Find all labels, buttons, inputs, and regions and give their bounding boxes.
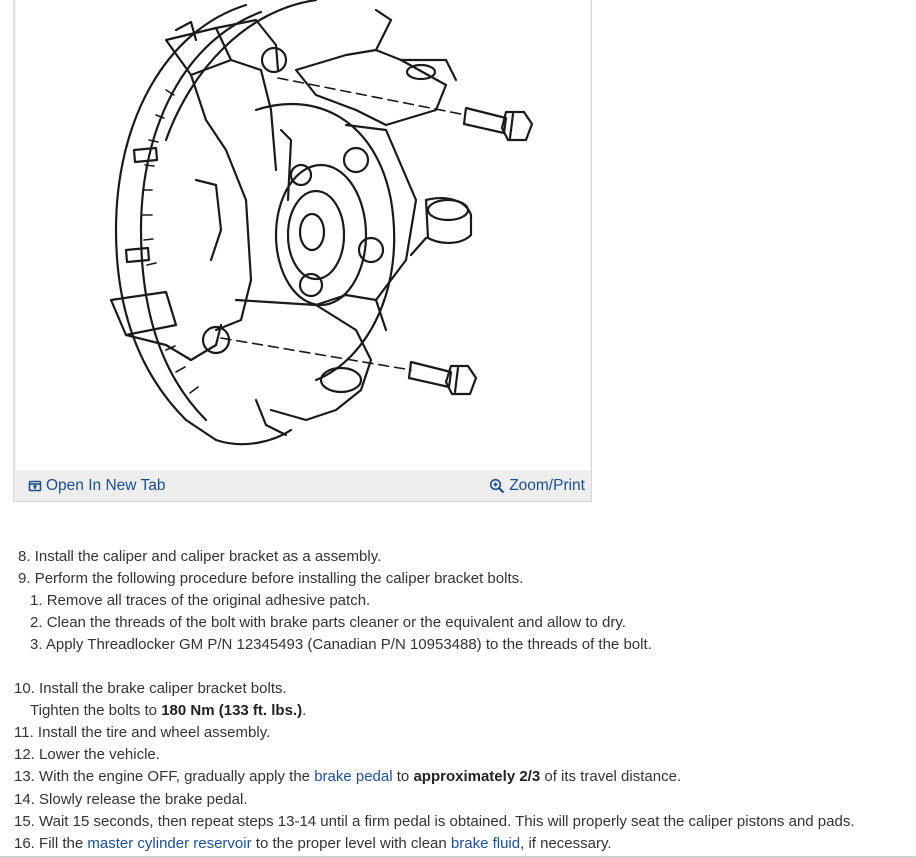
substep-3: 3. Apply Threadlocker GM P/N 12345493 (C… <box>30 635 652 655</box>
step-number: 15. <box>14 813 40 830</box>
figure-container: Open In New Tab Zoom/Print <box>13 0 592 502</box>
step-number: 2. <box>30 614 47 631</box>
step-number: 14. <box>14 791 40 808</box>
step-number: 9. <box>18 570 35 587</box>
step-number: 16. <box>14 835 40 852</box>
step-12: 12. Lower the vehicle. <box>14 745 160 765</box>
step-number: 13. <box>14 768 40 785</box>
glossary-link[interactable]: brake pedal <box>314 768 393 785</box>
step-13: 13. With the engine OFF, gradually apply… <box>14 767 681 787</box>
step-text: Lower the vehicle. <box>39 746 160 763</box>
step-8: 8. Install the caliper and caliper brack… <box>18 547 381 567</box>
step-10-torque-spec: Tighten the bolts to 180 Nm (133 ft. lbs… <box>30 701 306 721</box>
substep-1: 1. Remove all traces of the original adh… <box>30 591 370 611</box>
open-in-new-tab-link[interactable]: Open In New Tab <box>28 477 165 495</box>
step-9: 9. Perform the following procedure befor… <box>18 569 523 589</box>
open-in-new-tab-label: Open In New Tab <box>46 477 166 494</box>
step-number: 10. <box>14 680 40 697</box>
step-text: to the proper level with clean <box>251 835 451 852</box>
step-text: Slowly release the brake pedal. <box>39 791 248 808</box>
step-text: With the engine OFF, gradually apply the <box>39 768 315 785</box>
step-16: 16. Fill the master cylinder reservoir t… <box>14 834 612 854</box>
step-text: Install the tire and wheel assembly. <box>37 724 271 741</box>
glossary-link[interactable]: master cylinder reservoir <box>87 835 252 852</box>
step-text: Fill the <box>39 835 88 852</box>
step-text: Clean the threads of the bolt with brake… <box>46 614 626 631</box>
step-14: 14. Slowly release the brake pedal. <box>14 790 248 810</box>
zoom-print-link[interactable]: Zoom/Print <box>489 477 585 495</box>
step-number: 11. <box>14 724 38 741</box>
figure-action-bar: Open In New Tab Zoom/Print <box>14 470 591 502</box>
step-11: 11. Install the tire and wheel assembly. <box>14 723 270 743</box>
step-text: Tighten the bolts to <box>30 702 162 719</box>
emphasized-value: 180 Nm (133 ft. lbs.) <box>161 702 303 719</box>
step-text: to <box>392 768 414 785</box>
step-text: Remove all traces of the original adhesi… <box>46 592 371 609</box>
substep-2: 2. Clean the threads of the bolt with br… <box>30 613 626 633</box>
brake-caliper-bracket-illustration <box>16 0 590 470</box>
step-text: Perform the following procedure before i… <box>34 570 524 587</box>
zoom-magnifier-icon <box>489 478 505 494</box>
step-number: 8. <box>18 548 35 565</box>
step-number: 12. <box>14 746 40 763</box>
step-15: 15. Wait 15 seconds, then repeat steps 1… <box>14 812 855 832</box>
step-10: 10. Install the brake caliper bracket bo… <box>14 679 287 699</box>
step-text: , if necessary. <box>520 835 612 852</box>
step-text: Apply Threadlocker GM P/N 12345493 (Cana… <box>45 636 652 653</box>
emphasized-value: approximately 2/3 <box>413 768 541 785</box>
step-text: Wait 15 seconds, then repeat steps 13-14… <box>39 813 855 830</box>
glossary-link[interactable]: brake fluid <box>450 835 521 852</box>
zoom-print-label: Zoom/Print <box>509 477 585 494</box>
step-number: 1. <box>30 592 47 609</box>
step-text: Install the brake caliper bracket bolts. <box>39 680 287 697</box>
step-text: Install the caliper and caliper bracket … <box>34 548 382 565</box>
open-new-tab-icon <box>28 479 42 493</box>
step-text: of its travel distance. <box>540 768 682 785</box>
step-number: 3. <box>30 636 46 653</box>
step-text: . <box>302 702 307 719</box>
bottom-divider <box>0 856 916 858</box>
